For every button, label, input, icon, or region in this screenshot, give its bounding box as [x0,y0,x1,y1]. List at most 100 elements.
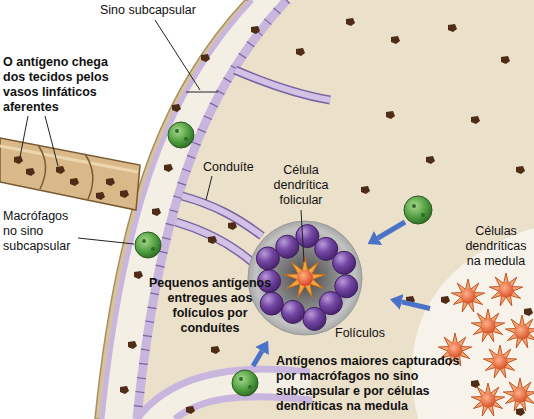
macrophage-granule [239,377,243,381]
antigen [386,111,395,119]
macrophage [404,196,432,224]
leader-line [45,116,58,166]
b-cell [260,292,283,315]
flow-arrow [402,302,430,309]
antigen [14,156,23,164]
antigen [106,178,115,186]
cell-nucleus [499,283,514,298]
antigen [211,346,220,354]
antigen [120,386,129,394]
antigen [516,166,525,174]
macrophage-granule [142,239,146,243]
macrophage-granule [248,385,252,389]
antigen [172,104,181,112]
macrophage-body [168,122,194,148]
b-cell [333,251,356,274]
cell-nucleus [481,319,496,334]
conduit-outline [182,196,262,236]
antigen [164,164,173,172]
flow-arrow [253,351,262,366]
flow-arrow [378,222,405,238]
process-note: O antígeno chega dos tecidos pelos vasos… [3,55,118,115]
cell-nucleus [513,388,528,403]
macrophage-granule [412,204,416,208]
conduit-outline [235,70,330,100]
leader-line [155,20,200,90]
vessel-valve [85,154,93,199]
antigen [471,116,480,124]
antigen [524,308,533,316]
structure-label: Conduíte [203,160,273,175]
process-note: Antígenos maiores capturados por macrófa… [276,354,476,414]
antigen [391,36,400,44]
macrophage-granule [151,247,155,251]
node-label: Células dendríticas na medula [458,224,534,269]
follicular-dendritic-cell [284,257,325,298]
process-note: Pequenos antígenos entregues aos folícul… [146,276,274,336]
antigen [501,56,510,64]
medullary-dendritic-cell [471,309,504,342]
macrophage-granule [184,137,188,141]
structure-label: Célula dendrítica folicular [265,163,337,208]
conduit-outline [176,222,252,262]
macrophage [232,370,258,396]
macrophage-body [232,370,258,396]
antigen [134,271,143,279]
cell-nucleus [481,393,496,408]
medullary-dendritic-cell [505,315,534,348]
antigen [361,186,370,194]
antigen [26,168,35,176]
medulla-dendritic-cells: Células dendríticas na medula [430,222,534,419]
macrophage-granule [175,129,179,133]
antigen [96,192,105,200]
medullary-dendritic-cell [489,273,522,306]
cell-nucleus [515,325,530,340]
afferent-lymphatic [0,138,140,210]
subcapsular-sinus [102,0,534,419]
macrophage [135,232,161,258]
vessel-valve [38,145,46,189]
antigen [346,18,355,26]
structure-label: Sino subcapsular [100,3,220,18]
antigen [56,166,65,174]
conduit [176,222,252,262]
leader-line [20,116,28,157]
antigen [471,380,480,388]
antigen [516,408,525,416]
conduit [182,196,262,236]
antigen [201,54,210,62]
antigen [128,341,137,349]
vessel-highlight [0,146,138,172]
structure-label: Macrófagos no sino subcapsular [3,209,83,254]
medullary-dendritic-cell [483,345,516,378]
antigen [152,208,161,216]
medullary-dendritic-cell [503,378,534,411]
sinus-lining [137,0,287,419]
antigen [120,190,129,198]
sinus-width-mark [186,92,218,93]
medullary-dendritic-cell [451,279,484,312]
antigen [186,406,195,414]
macrophage-body [404,196,432,224]
antigen [426,156,435,164]
node-label: Folículos [335,326,390,341]
antigen [448,24,457,32]
b-cell [276,235,299,258]
leader-line [206,176,212,200]
antigen [406,296,415,304]
macrophage [168,122,194,148]
antigen [296,48,305,56]
antigen [441,296,450,304]
antigen [208,236,217,244]
b-cell [281,300,304,323]
cortex [137,0,534,419]
macrophage-granule [421,213,425,217]
cell-nucleus [297,270,313,286]
leader-line [78,238,134,244]
b-cell [303,307,326,330]
antigen [70,178,79,186]
antigen [251,26,260,34]
conduit [235,70,330,100]
